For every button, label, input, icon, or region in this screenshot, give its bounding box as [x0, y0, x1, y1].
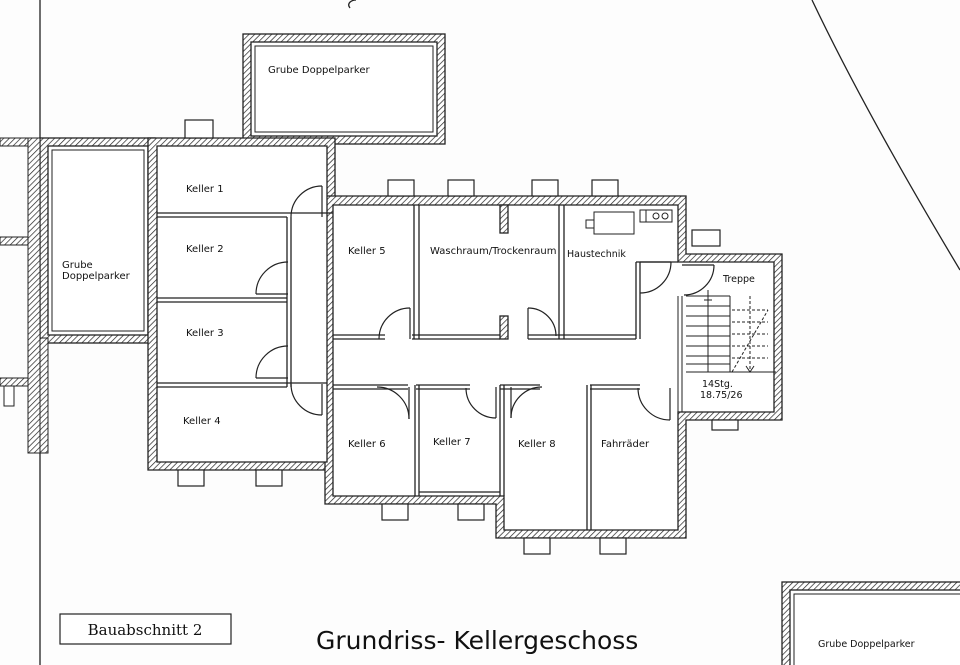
partitions-west	[157, 212, 327, 388]
grube-left-structure	[39, 137, 156, 344]
label-stair-ratio: 18.75/26	[700, 390, 743, 401]
section-badge: Bauabschnitt 2	[59, 613, 232, 645]
partitions-middle	[327, 204, 678, 530]
label-waschraum: Waschraum/Trockenraum	[430, 246, 557, 257]
label-stair-steps: 14Stg.	[702, 379, 733, 390]
label-haustechnik: Haustechnik	[567, 249, 626, 260]
label-keller-7: Keller 7	[433, 437, 471, 448]
grube-bottom-structure	[781, 581, 960, 665]
label-keller-6: Keller 6	[348, 439, 386, 450]
grube-top-structure	[242, 33, 446, 145]
label-grube-left-1: Grube	[62, 260, 93, 271]
section-badge-text: Bauabschnitt 2	[88, 621, 203, 639]
door-swings	[255, 185, 715, 421]
label-keller-4: Keller 4	[183, 416, 221, 427]
stair	[677, 290, 776, 412]
label-keller-8: Keller 8	[518, 439, 556, 450]
label-keller-5: Keller 5	[348, 246, 386, 257]
plan-title: Grundriss- Kellergeschoss	[316, 626, 638, 655]
label-keller-2: Keller 2	[186, 244, 224, 255]
main-building-walls	[147, 137, 783, 539]
window-wells	[177, 119, 739, 555]
label-grube-left-2: Doppelparker	[62, 271, 131, 282]
label-fahrraeder: Fahrräder	[601, 439, 650, 450]
label-keller-3: Keller 3	[186, 328, 224, 339]
label-treppe: Treppe	[722, 274, 755, 285]
label-grube-bottom: Grube Doppelparker	[818, 639, 915, 650]
label-grube-top: Grube Doppelparker	[268, 65, 370, 76]
adjacent-building-left	[0, 137, 49, 454]
label-keller-1: Keller 1	[186, 184, 224, 195]
room-labels: Grube Doppelparker Grube Doppelparker Ke…	[62, 65, 915, 650]
technical-equipment	[585, 209, 673, 235]
